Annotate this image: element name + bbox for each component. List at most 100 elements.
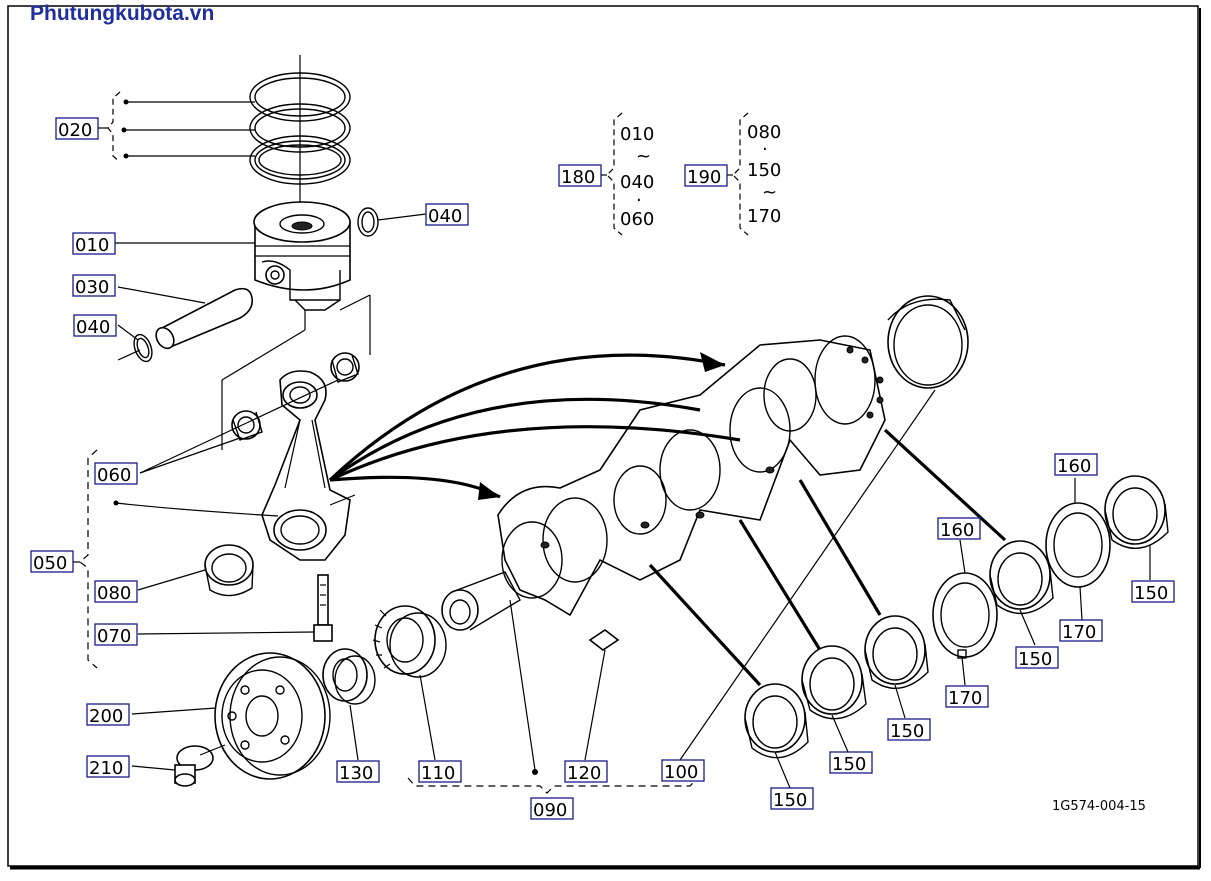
callout-150-a[interactable]: 150: [770, 787, 814, 811]
callout-180[interactable]: 180: [558, 164, 602, 188]
callout-100[interactable]: 100: [661, 759, 705, 783]
part-label-150-e: 150: [1134, 583, 1168, 604]
part-label-170-a: 170: [948, 688, 982, 709]
callout-020[interactable]: 020: [55, 117, 99, 141]
snap-ring-bottom: [117, 324, 153, 363]
bracket-190: [726, 112, 749, 236]
part-label-060: 060: [97, 465, 131, 486]
callout-080[interactable]: 080: [94, 580, 138, 604]
thrust-washer-1: [932, 539, 998, 686]
main-bearing-1: [744, 683, 809, 789]
part-label-070: 070: [97, 626, 131, 647]
part-label-040-bottom: 040: [76, 317, 110, 338]
part-label-190: 190: [687, 167, 721, 188]
callout-040-top[interactable]: 040: [425, 203, 469, 227]
pulley-bolt-210: [131, 744, 226, 787]
set-180-item-3: ·: [636, 190, 642, 211]
set-180-item-1: ~: [636, 146, 651, 167]
callout-150-e[interactable]: 150: [1131, 580, 1175, 604]
callout-170-a[interactable]: 170: [945, 685, 989, 709]
set-190-item-0: 080: [747, 122, 781, 143]
piston: [221, 201, 371, 450]
callout-150-b[interactable]: 150: [829, 751, 873, 775]
callout-150-c[interactable]: 150: [887, 718, 931, 742]
drawing-border: [7, 5, 1199, 867]
piston-pin: [117, 286, 254, 350]
part-label-150-a: 150: [773, 790, 807, 811]
part-label-150-d: 150: [1018, 649, 1052, 670]
callout-190[interactable]: 190: [684, 164, 728, 188]
piston-rings: [249, 55, 351, 225]
thrust-washer-2: [1045, 478, 1111, 621]
gear-130: [322, 648, 376, 761]
part-label-040-top: 040: [428, 206, 462, 227]
part-label-110: 110: [421, 763, 455, 784]
callout-110[interactable]: 110: [418, 760, 462, 784]
callout-060[interactable]: 060: [94, 462, 138, 486]
main-bearing-3: [864, 615, 929, 719]
set-180-list: 010 ~ 040 · 060: [620, 124, 654, 230]
part-label-010: 010: [75, 235, 109, 256]
part-label-090: 090: [533, 800, 567, 821]
part-label-180: 180: [561, 167, 595, 188]
callout-050[interactable]: 050: [30, 550, 74, 574]
callout-030[interactable]: 030: [72, 274, 116, 298]
part-label-120: 120: [567, 763, 601, 784]
connecting-rod: [261, 370, 351, 642]
callout-010[interactable]: 010: [72, 232, 116, 256]
callout-040-bottom[interactable]: 040: [73, 314, 117, 338]
callout-150-d[interactable]: 150: [1015, 646, 1059, 670]
set-190-item-1: ·: [762, 139, 768, 160]
crankshaft: [497, 335, 936, 775]
part-label-160-b: 160: [1057, 456, 1091, 477]
callout-170-b[interactable]: 170: [1059, 619, 1103, 643]
bracket-020: [98, 91, 255, 163]
part-label-020: 020: [58, 120, 92, 141]
callout-210[interactable]: 210: [86, 755, 130, 779]
main-bearing-5: [1104, 475, 1169, 580]
seal-ring-top: [887, 295, 969, 389]
big-end-bearing: [137, 544, 254, 597]
part-label-200: 200: [89, 706, 123, 727]
part-label-100: 100: [664, 762, 698, 783]
callout-200[interactable]: 200: [86, 703, 130, 727]
set-190-item-3: ~: [762, 182, 777, 203]
bracket-050: [79, 449, 356, 669]
main-bearing-4: [989, 540, 1054, 646]
set-180-item-0: 010: [620, 124, 654, 145]
part-label-170-b: 170: [1062, 622, 1096, 643]
callout-070[interactable]: 070: [94, 623, 138, 647]
set-190-item-4: 170: [747, 206, 781, 227]
bracket-090: [407, 777, 699, 794]
part-label-080: 080: [97, 583, 131, 604]
callout-130[interactable]: 130: [336, 760, 380, 784]
part-label-150-b: 150: [832, 754, 866, 775]
set-180-item-4: 060: [620, 209, 654, 230]
site-watermark: Phutungkubota.vn: [30, 2, 215, 25]
set-180-item-2: 040: [620, 172, 654, 193]
callout-160-a[interactable]: 160: [937, 517, 981, 541]
spline-shaft: [441, 571, 521, 631]
callout-160-b[interactable]: 160: [1054, 453, 1098, 477]
part-label-210: 210: [89, 758, 123, 779]
bracket-180: [600, 112, 623, 236]
small-end-bushings: [139, 352, 360, 474]
crank-pulley-200: [131, 652, 331, 780]
snap-ring-top: [357, 207, 427, 237]
part-label-160-a: 160: [940, 520, 974, 541]
part-label-030: 030: [75, 277, 109, 298]
lead-070: [137, 631, 315, 635]
part-label-130: 130: [339, 763, 373, 784]
callout-090[interactable]: 090: [530, 797, 574, 821]
set-190-list: 080 · 150 ~ 170: [747, 122, 781, 227]
part-label-150-c: 150: [890, 721, 924, 742]
assembly-arrows: [328, 352, 1007, 687]
crank-gear-110: [372, 605, 447, 761]
main-bearing-2: [801, 645, 867, 753]
set-190-item-2: 150: [747, 160, 781, 181]
drawing-code: 1G574-004-15: [1052, 799, 1146, 814]
part-label-050: 050: [33, 553, 67, 574]
callout-120[interactable]: 120: [564, 760, 608, 784]
